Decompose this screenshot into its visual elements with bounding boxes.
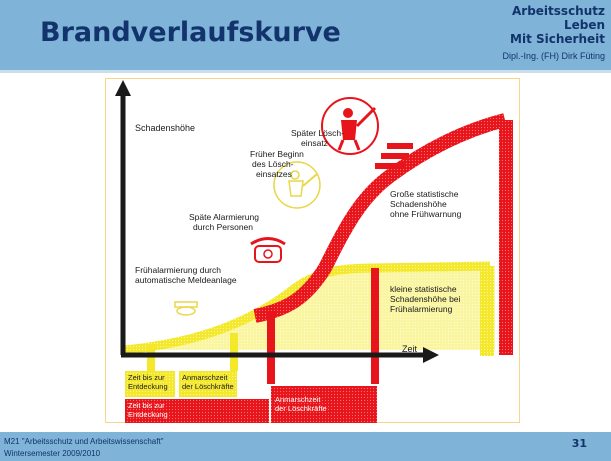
brand-line-2: Leben [563, 18, 605, 32]
large-damage-label-3: ohne Frühwarnung [390, 209, 462, 219]
late-fire-fighting-label-1: Später Lösch- [291, 128, 344, 138]
y-axis-label: Schadenshöhe [135, 123, 195, 133]
early-alarm-label-2: automatische Meldeanlage [135, 275, 237, 285]
large-damage-label-1: Große statistische [390, 189, 459, 199]
red-end-bar [499, 120, 513, 355]
yellow-marker-2 [230, 333, 238, 371]
late-alarm-label-1: Späte Alarmierung [189, 212, 259, 222]
footer-semester: Wintersemester 2009/2010 [4, 449, 101, 458]
firefighter-icon-early [273, 161, 321, 209]
box-yellow-arrival [179, 371, 237, 397]
page-number: 31 [571, 437, 587, 450]
box-red-1-line-1: Zeit bis zur [128, 401, 165, 410]
smoke-detector-icon [174, 301, 198, 316]
early-warning-curve [124, 261, 491, 355]
box-red-arrival [271, 386, 377, 423]
brand-line-3: Mit Sicherheit [510, 32, 605, 46]
footer-course: M21 "Arbeitsschutz und Arbeitswissenscha… [4, 437, 164, 446]
fire-curve-diagram: Schadenshöhe Zeit Später Lösch- einsatz … [104, 77, 521, 424]
yellow-band [125, 266, 495, 350]
box-yellow-2-line-1: Anmarschzeit [182, 373, 228, 382]
page-title: Brandverlaufskurve [40, 17, 341, 48]
yellow-marker-1 [147, 346, 155, 371]
box-yellow-2-line-2: der Löschkräfte [182, 382, 234, 391]
yellow-end-bar [480, 266, 494, 356]
late-alarm-label-2: durch Personen [193, 222, 253, 232]
curve-hatching [375, 143, 413, 169]
early-fire-fighting-label-1: Früher Beginn [250, 149, 304, 159]
author-name: Dipl.-Ing. (FH) Dirk Füting [502, 51, 605, 61]
red-marker-1 [267, 311, 275, 384]
small-damage-label-1: kleine statistische [390, 284, 457, 294]
box-yellow-detection [125, 371, 175, 397]
box-yellow-1-line-1: Zeit bis zur [128, 373, 165, 382]
header-divider [0, 70, 611, 73]
brand-line-1: Arbeitsschutz [512, 4, 605, 18]
telephone-icon [250, 237, 286, 263]
header-bar [0, 0, 611, 70]
firefighter-icon-late [321, 97, 379, 155]
early-fire-fighting-label-3: einsatzes [256, 169, 292, 179]
small-damage-label-2: Schadenshöhe bei [390, 294, 461, 304]
x-axis-arrow [423, 347, 439, 363]
box-red-detection [125, 399, 269, 423]
red-marker-2 [371, 268, 379, 384]
early-alarm-label-1: Frühalarmierung durch [135, 265, 221, 275]
footer-bar [0, 432, 611, 461]
brand-block: Arbeitsschutz Leben Mit Sicherheit [510, 4, 605, 46]
box-red-2-line-2: der Löschkräfte [275, 404, 327, 413]
box-red-1-line-2: Entdeckung [128, 410, 168, 419]
small-damage-label-3: Frühalarmierung [390, 304, 453, 314]
y-axis-arrow [115, 80, 131, 96]
box-red-2-line-1: Anmarschzeit [275, 395, 321, 404]
late-fire-fighting-label-2: einsatz [301, 138, 328, 148]
early-fire-fighting-label-2: des Lösch- [252, 159, 294, 169]
box-yellow-1-line-2: Entdeckung [128, 382, 168, 391]
fire-curve-figure: Schadenshöhe Zeit Später Lösch- einsatz … [104, 77, 521, 424]
damage-curve [253, 113, 507, 323]
large-damage-label-2: Schadenshöhe [390, 199, 447, 209]
x-axis-label: Zeit [402, 344, 418, 354]
